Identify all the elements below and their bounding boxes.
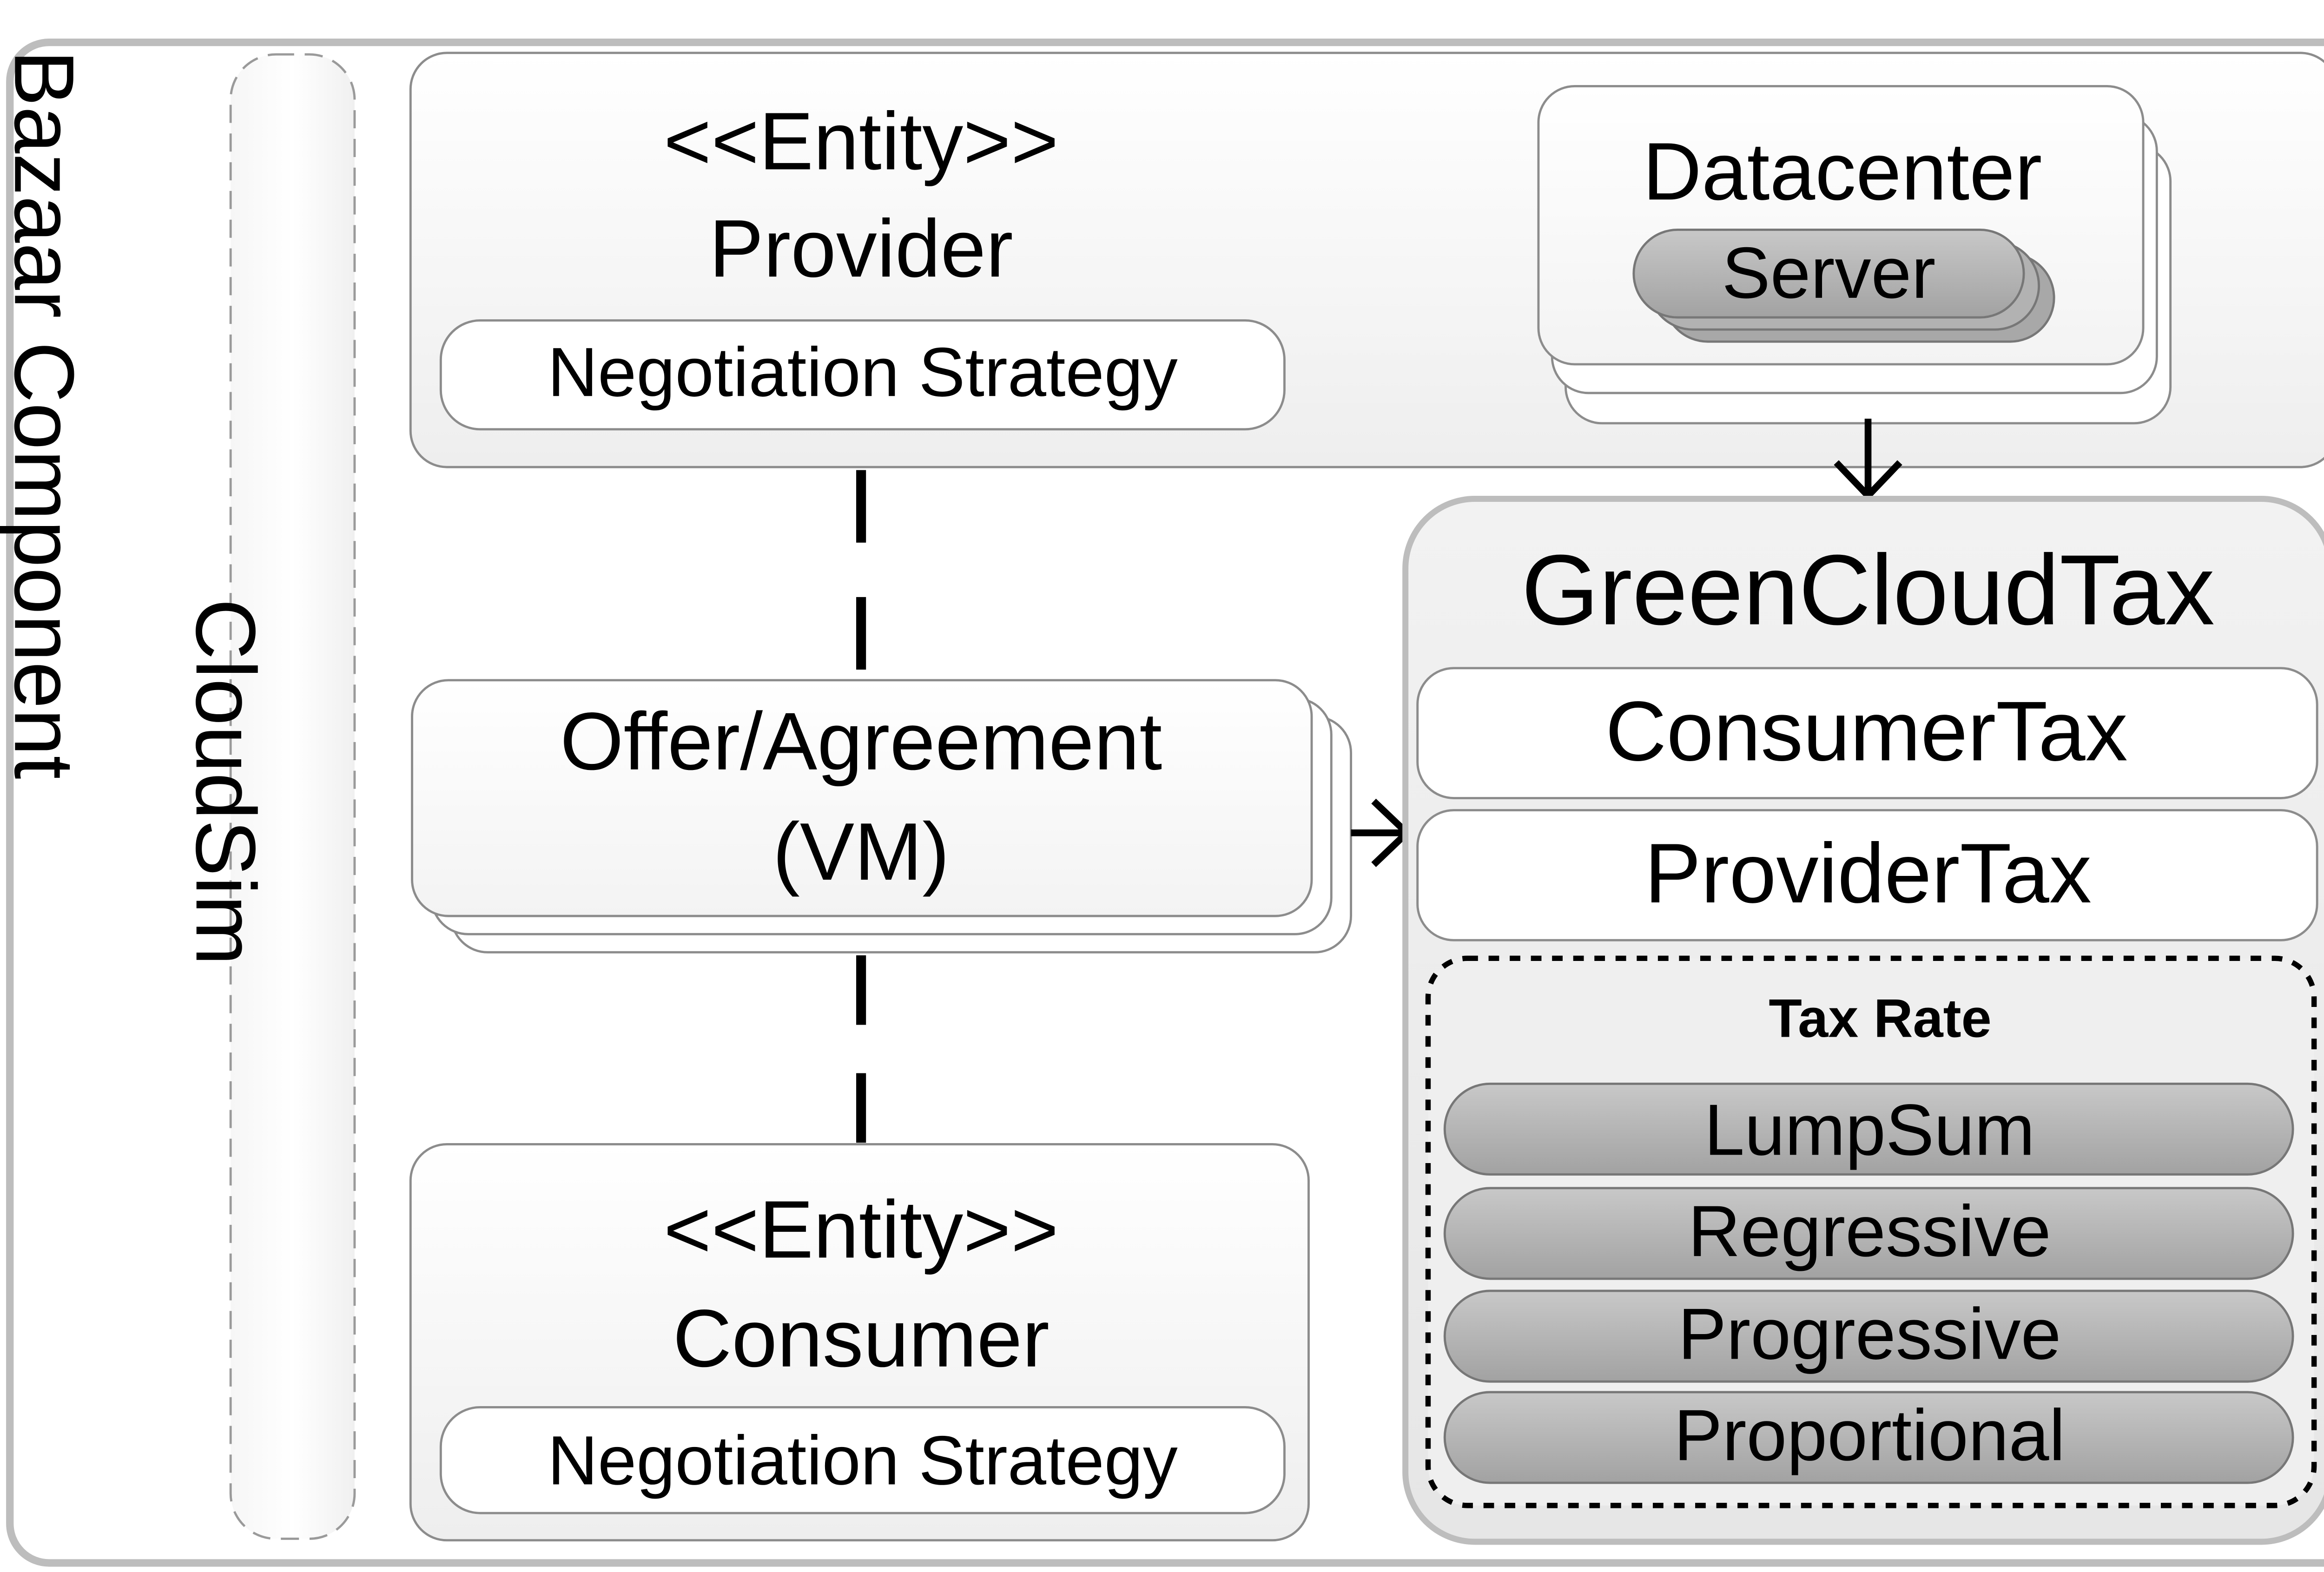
offer-card	[411, 679, 1313, 917]
tax-rate-option-label: Proportional	[1674, 1395, 2065, 1476]
provider-tax-label: ProviderTax	[1644, 826, 2092, 921]
provider-strategy-label: Negotiation Strategy	[548, 333, 1178, 411]
consumer-stereotype: <<Entity>>	[664, 1184, 1059, 1275]
datacenter-name: Datacenter	[1643, 126, 2042, 217]
provider-tax-box	[1416, 809, 2318, 941]
provider-strategy-box	[439, 319, 1286, 431]
provider-name: Provider	[709, 203, 1013, 294]
server-label: Server	[1722, 233, 1936, 314]
tax-rate-option-progressive	[1443, 1289, 2294, 1383]
tax-rate-option-proportional	[1443, 1391, 2294, 1484]
greencloudtax-title: GreenCloudTax	[1521, 534, 2215, 645]
offer-subtitle: (VM)	[772, 806, 949, 897]
provider-stereotype: <<Entity>>	[664, 96, 1059, 187]
tax-rate-option-label: Regressive	[1688, 1191, 2051, 1272]
consumer-strategy-label: Negotiation Strategy	[548, 1421, 1178, 1499]
offer-title: Offer/Agreement	[560, 696, 1162, 787]
cloudsim-frame	[229, 53, 356, 1540]
consumer-tax-label: ConsumerTax	[1605, 684, 2128, 778]
bazaar-component-label: Bazaar Component	[0, 50, 92, 779]
server-pill	[1632, 228, 2025, 319]
tax-rate-title: Tax Rate	[1769, 987, 1991, 1048]
tax-rate-option-regressive	[1443, 1187, 2294, 1280]
consumer-tax-box	[1416, 667, 2318, 799]
consumer-strategy-box	[439, 1406, 1286, 1514]
tax-rate-option-lumpsum	[1443, 1082, 2294, 1176]
tax-rate-option-label: LumpSum	[1704, 1090, 2035, 1171]
cloudsim-label: CloudSim	[178, 599, 273, 966]
tax-rate-option-label: Progressive	[1678, 1294, 2061, 1375]
consumer-name: Consumer	[673, 1293, 1050, 1384]
